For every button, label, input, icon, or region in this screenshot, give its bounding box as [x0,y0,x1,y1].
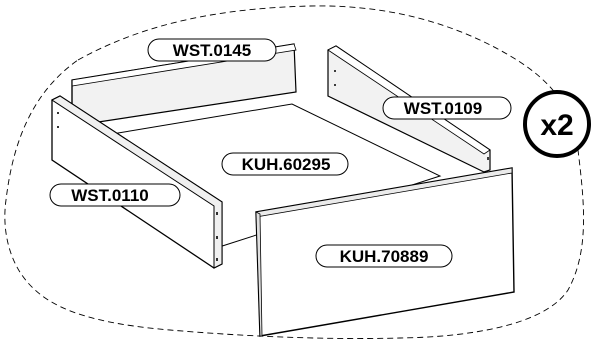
label-wst-0110-text: WST.0110 [71,186,149,205]
group-outline [4,5,585,339]
label-kuh-70889: KUH.70889 [315,244,453,268]
left-side-panel [50,95,223,269]
label-wst-0109-text: WST.0109 [404,99,482,118]
quantity-badge-text: x2 [540,109,573,142]
quantity-badge: x2 [523,90,591,158]
label-wst-0109: WST.0109 [382,96,512,120]
label-wst-0110: WST.0110 [49,183,181,207]
label-kuh-60295: KUH.60295 [221,152,349,176]
label-wst-0145-text: WST.0145 [173,41,251,60]
label-kuh-60295-text: KUH.60295 [242,155,331,174]
label-kuh-70889-text: KUH.70889 [340,247,429,266]
label-wst-0145: WST.0145 [147,38,277,62]
